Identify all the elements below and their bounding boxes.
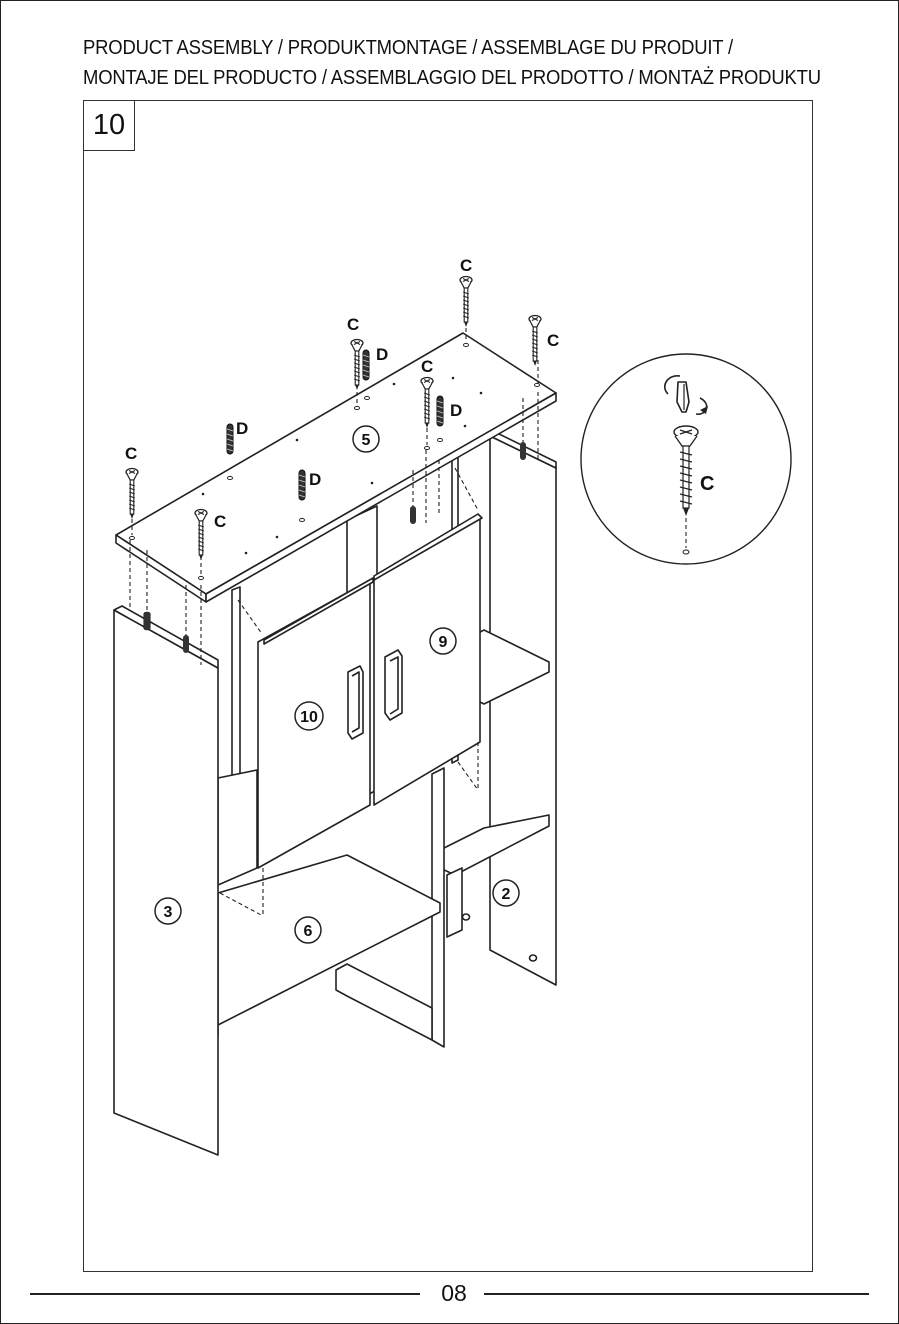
label-screw-3: C bbox=[347, 315, 359, 334]
label-dowel-2: D bbox=[450, 401, 462, 420]
footer-line-left bbox=[30, 1293, 420, 1295]
label-dowel-1: D bbox=[376, 345, 388, 364]
detail-label: C bbox=[700, 473, 714, 495]
part-number-5: 5 bbox=[362, 432, 371, 449]
part-number-3: 3 bbox=[164, 904, 173, 921]
page-number: 08 bbox=[425, 1279, 483, 1307]
part-number-9: 9 bbox=[439, 634, 448, 651]
label-screw-2: C bbox=[547, 331, 559, 350]
label-screw-6: C bbox=[214, 512, 226, 531]
label-dowel-4: D bbox=[309, 470, 321, 489]
label-screw-1: C bbox=[460, 256, 472, 275]
part-number-2: 2 bbox=[502, 886, 511, 903]
footer-line-right bbox=[484, 1293, 869, 1295]
part-number-10: 10 bbox=[300, 709, 318, 726]
part-number-6: 6 bbox=[304, 923, 313, 940]
label-dowel-3: D bbox=[236, 419, 248, 438]
detail-circle: C bbox=[581, 354, 791, 564]
left-side-panel bbox=[114, 606, 218, 1155]
label-screw-5: C bbox=[125, 444, 137, 463]
label-screw-4: C bbox=[421, 357, 433, 376]
